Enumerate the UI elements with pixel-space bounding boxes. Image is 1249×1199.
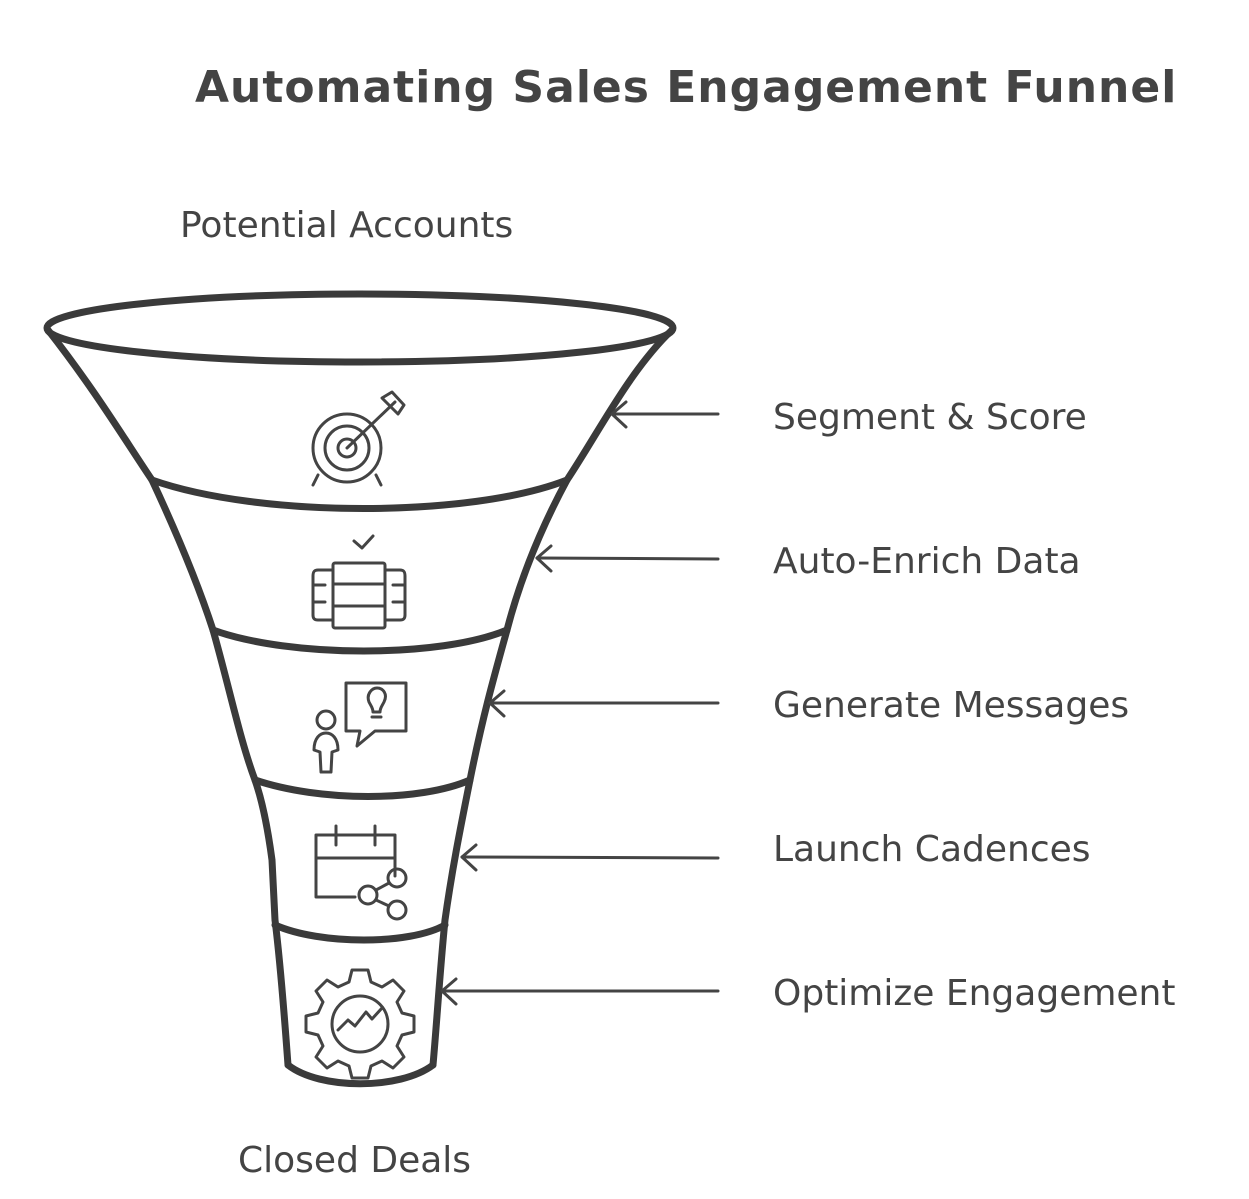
stage-arrow-4: [460, 843, 720, 872]
stage-label-3: Generate Messages: [773, 685, 1130, 726]
gear-chart-icon: [304, 968, 416, 1080]
stage-arrow-3: [488, 689, 720, 718]
database-check-icon: [311, 534, 407, 630]
funnel-divider-1: [148, 476, 571, 512]
diagram-title: Automating Sales Engagement Funnel: [195, 62, 1178, 113]
stage-label-4: Launch Cadences: [773, 829, 1091, 870]
stage-arrow-1: [610, 400, 720, 429]
funnel-divider-2: [209, 626, 511, 655]
funnel-top-label: Potential Accounts: [180, 205, 514, 246]
stage-arrow-5: [440, 977, 720, 1006]
funnel-bottom-label: Closed Deals: [238, 1140, 472, 1181]
funnel-left-wall: [44, 326, 292, 1069]
calendar-share-icon: [314, 824, 408, 921]
person-idea-bubble-icon: [312, 681, 408, 774]
funnel-top-rim: [43, 290, 677, 366]
stage-label-1: Segment & Score: [773, 397, 1087, 438]
target-icon: [311, 390, 406, 487]
funnel-divider-4: [271, 921, 449, 944]
funnel-bottom-rim: [284, 1061, 437, 1088]
stage-label-5: Optimize Engagement: [773, 973, 1176, 1014]
stage-arrow-2: [535, 544, 720, 573]
funnel-shape: [43, 290, 677, 1088]
stage-label-2: Auto-Enrich Data: [773, 541, 1081, 582]
funnel-divider-3: [251, 776, 474, 800]
funnel-right-wall: [429, 326, 676, 1069]
